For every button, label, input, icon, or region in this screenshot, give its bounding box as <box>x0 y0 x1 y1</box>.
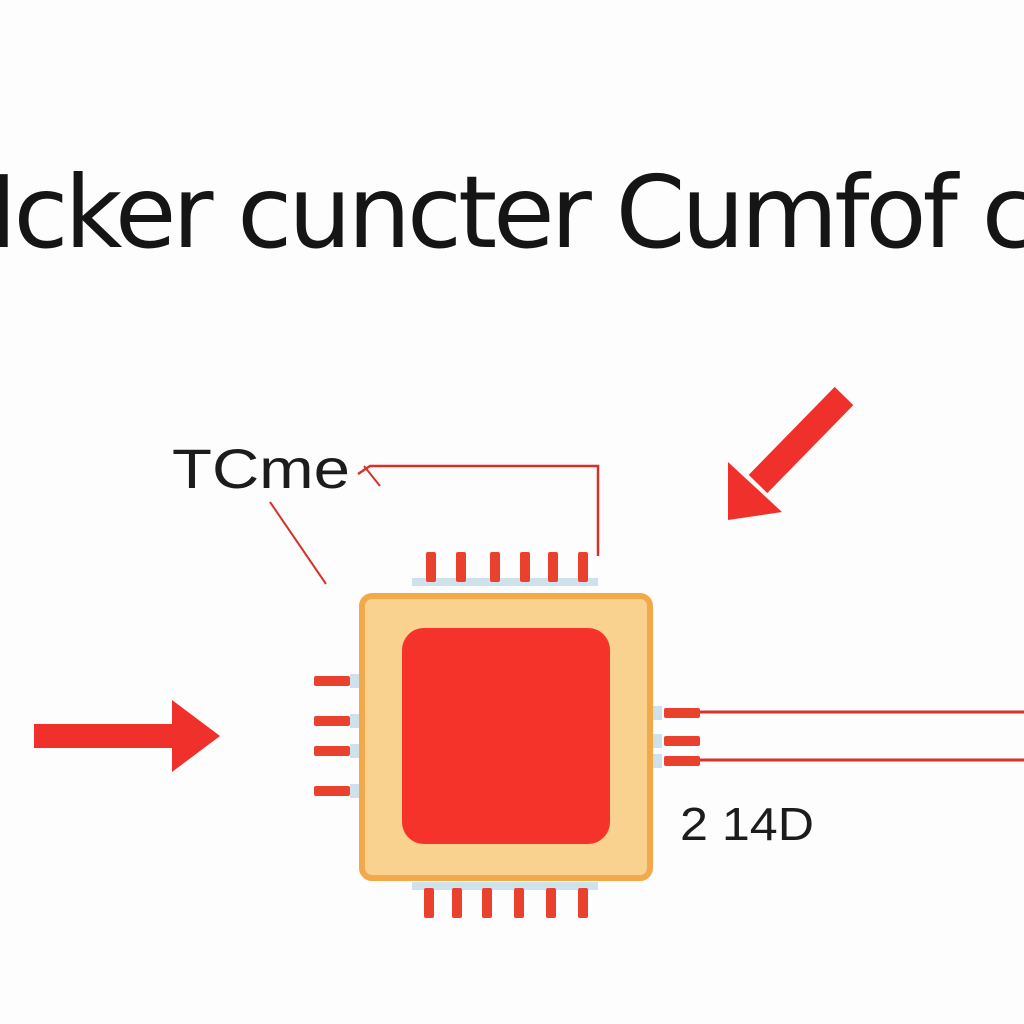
right-signal-traces <box>668 710 1024 762</box>
chip-pin <box>520 552 530 582</box>
chip-pin <box>514 888 524 918</box>
pin-pad-strip <box>412 882 598 890</box>
chip-pin <box>546 888 556 918</box>
chip-pin <box>548 552 558 582</box>
chip-pin <box>452 888 462 918</box>
chip-pin <box>314 786 350 796</box>
chip-pin <box>314 676 350 686</box>
chip-pins-top <box>412 552 598 586</box>
arrow-right-icon <box>34 700 220 772</box>
pin-pad <box>652 754 662 768</box>
pin-designation-label: 2 14D <box>680 798 814 850</box>
chip-pin <box>426 552 436 582</box>
chip-callout-label: TCme <box>172 437 350 500</box>
top-signal-trace <box>357 464 600 556</box>
pin-pad <box>350 744 360 758</box>
chip-pin <box>314 716 350 726</box>
chip-pin <box>482 888 492 918</box>
chip-pin <box>456 552 466 582</box>
pin-pad <box>652 734 662 748</box>
pin-pad <box>652 706 662 720</box>
callout-leader <box>269 501 327 585</box>
chip-die <box>402 628 610 844</box>
arrow-down-left-icon <box>728 386 854 520</box>
chip-pin <box>424 888 434 918</box>
pin-pad <box>350 674 360 688</box>
chip-pins-right <box>652 706 700 768</box>
callout-tick <box>363 465 381 487</box>
chip-pins-left <box>314 674 360 798</box>
diagram-title: Icker cuncter Cumfof co <box>0 154 1024 271</box>
chip-pin <box>664 756 700 766</box>
pin-pad-strip <box>412 578 598 586</box>
chip-pins-bottom <box>412 882 598 918</box>
chip-pin <box>578 888 588 918</box>
chip-pin <box>314 746 350 756</box>
pin-pad <box>350 784 360 798</box>
chip-pin <box>490 552 500 582</box>
pin-pad <box>350 714 360 728</box>
ic-chip-icon <box>359 593 653 881</box>
chip-pin <box>664 736 700 746</box>
chip-pin <box>578 552 588 582</box>
chip-pin <box>664 708 700 718</box>
